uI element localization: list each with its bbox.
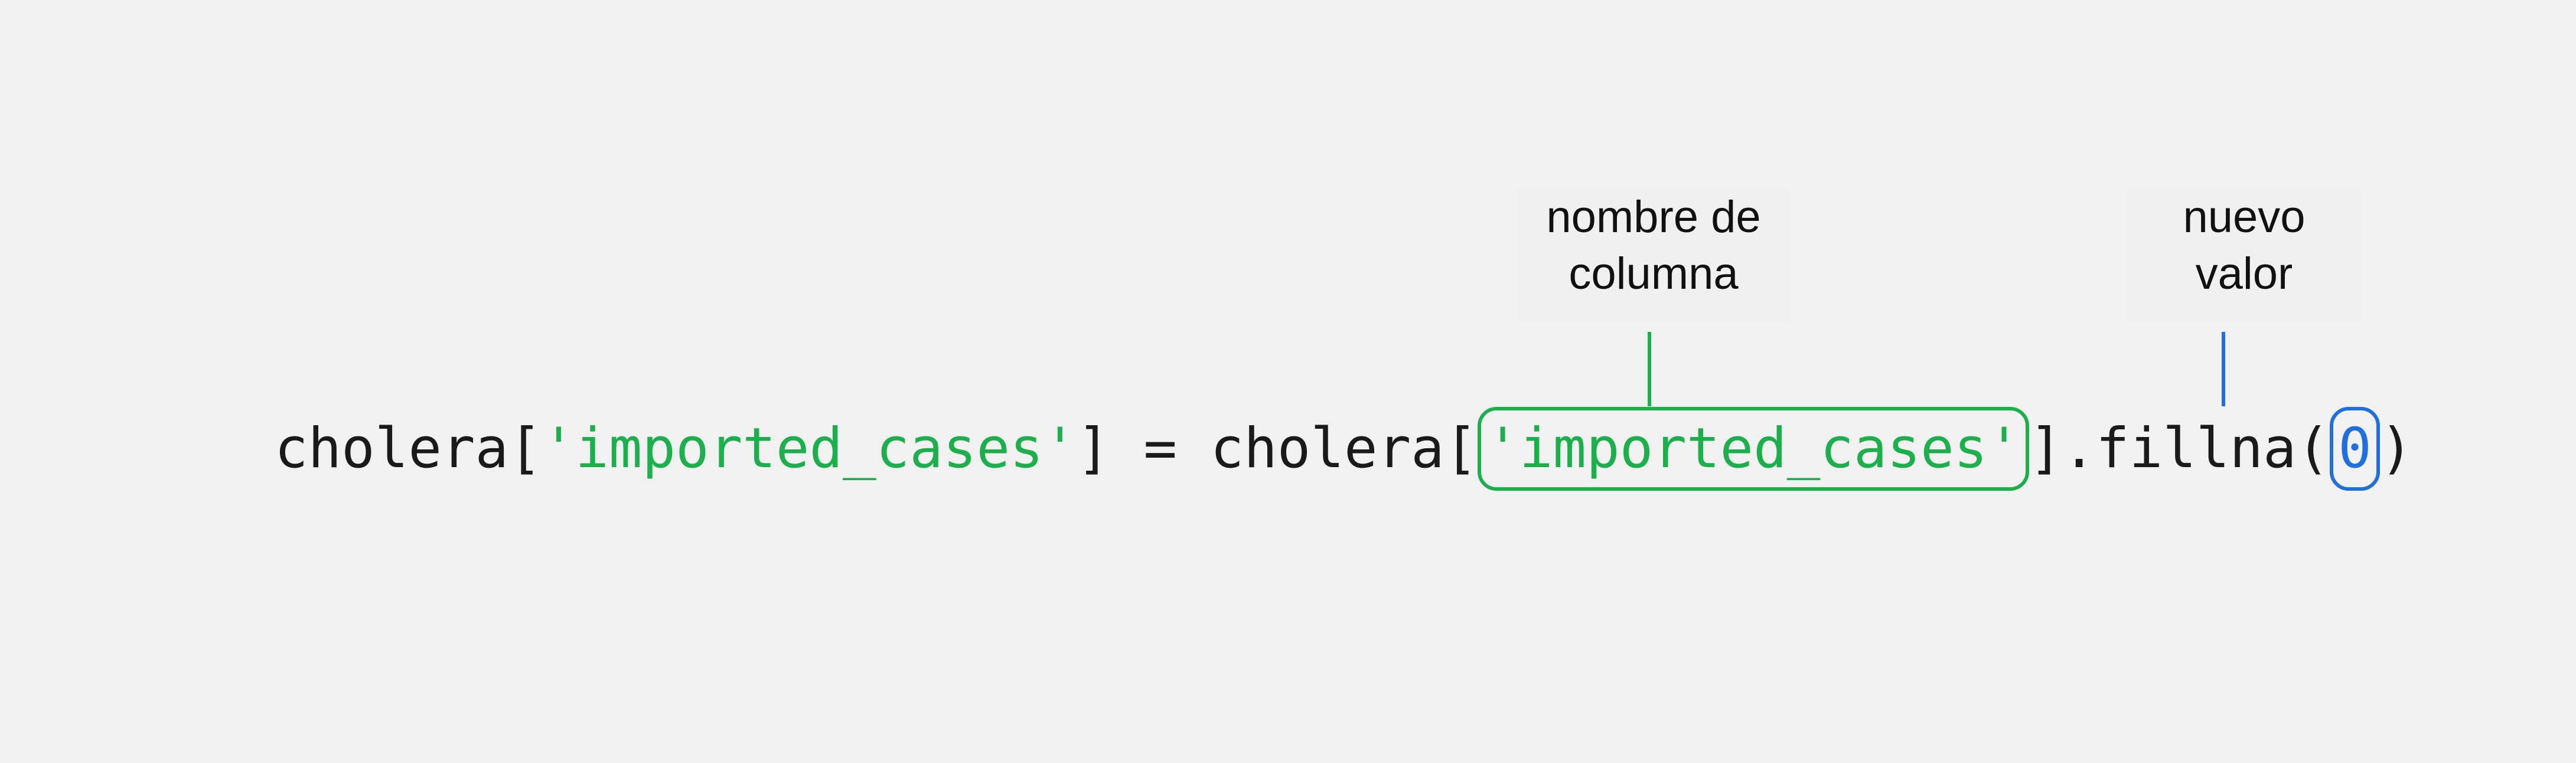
column-name-highlight-box: 'imported_cases': [1478, 407, 2029, 491]
code-var-1: cholera: [275, 416, 509, 481]
new-value-highlight-box: 0: [2330, 407, 2380, 491]
new-value-connector: [2222, 332, 2225, 406]
column-name-label-line2: columna: [1569, 249, 1739, 299]
code-column-1: 'imported_cases': [542, 416, 1077, 481]
code-var-2: cholera: [1210, 416, 1444, 481]
code-assign: =: [1110, 416, 1211, 481]
column-name-connector: [1648, 332, 1651, 406]
code-method-call: ].fillna(: [2029, 416, 2330, 481]
column-name-label-line1: nombre de: [1546, 192, 1761, 242]
code-column-2: 'imported_cases': [1486, 416, 2021, 481]
column-name-label: nombre de columna: [1518, 189, 1789, 319]
code-bracket-open-2: [: [1444, 416, 1478, 481]
code-bracket-close-1: ]: [1077, 416, 1110, 481]
code-line: cholera [ 'imported_cases' ] = cholera […: [275, 390, 2413, 508]
code-paren-close: ): [2379, 416, 2414, 481]
code-bracket-open-1: [: [508, 416, 542, 481]
new-value-label: nuevo valor: [2126, 189, 2362, 319]
new-value-label-line2: valor: [2195, 249, 2293, 299]
new-value-label-line1: nuevo: [2183, 192, 2306, 242]
code-value: 0: [2338, 416, 2372, 481]
